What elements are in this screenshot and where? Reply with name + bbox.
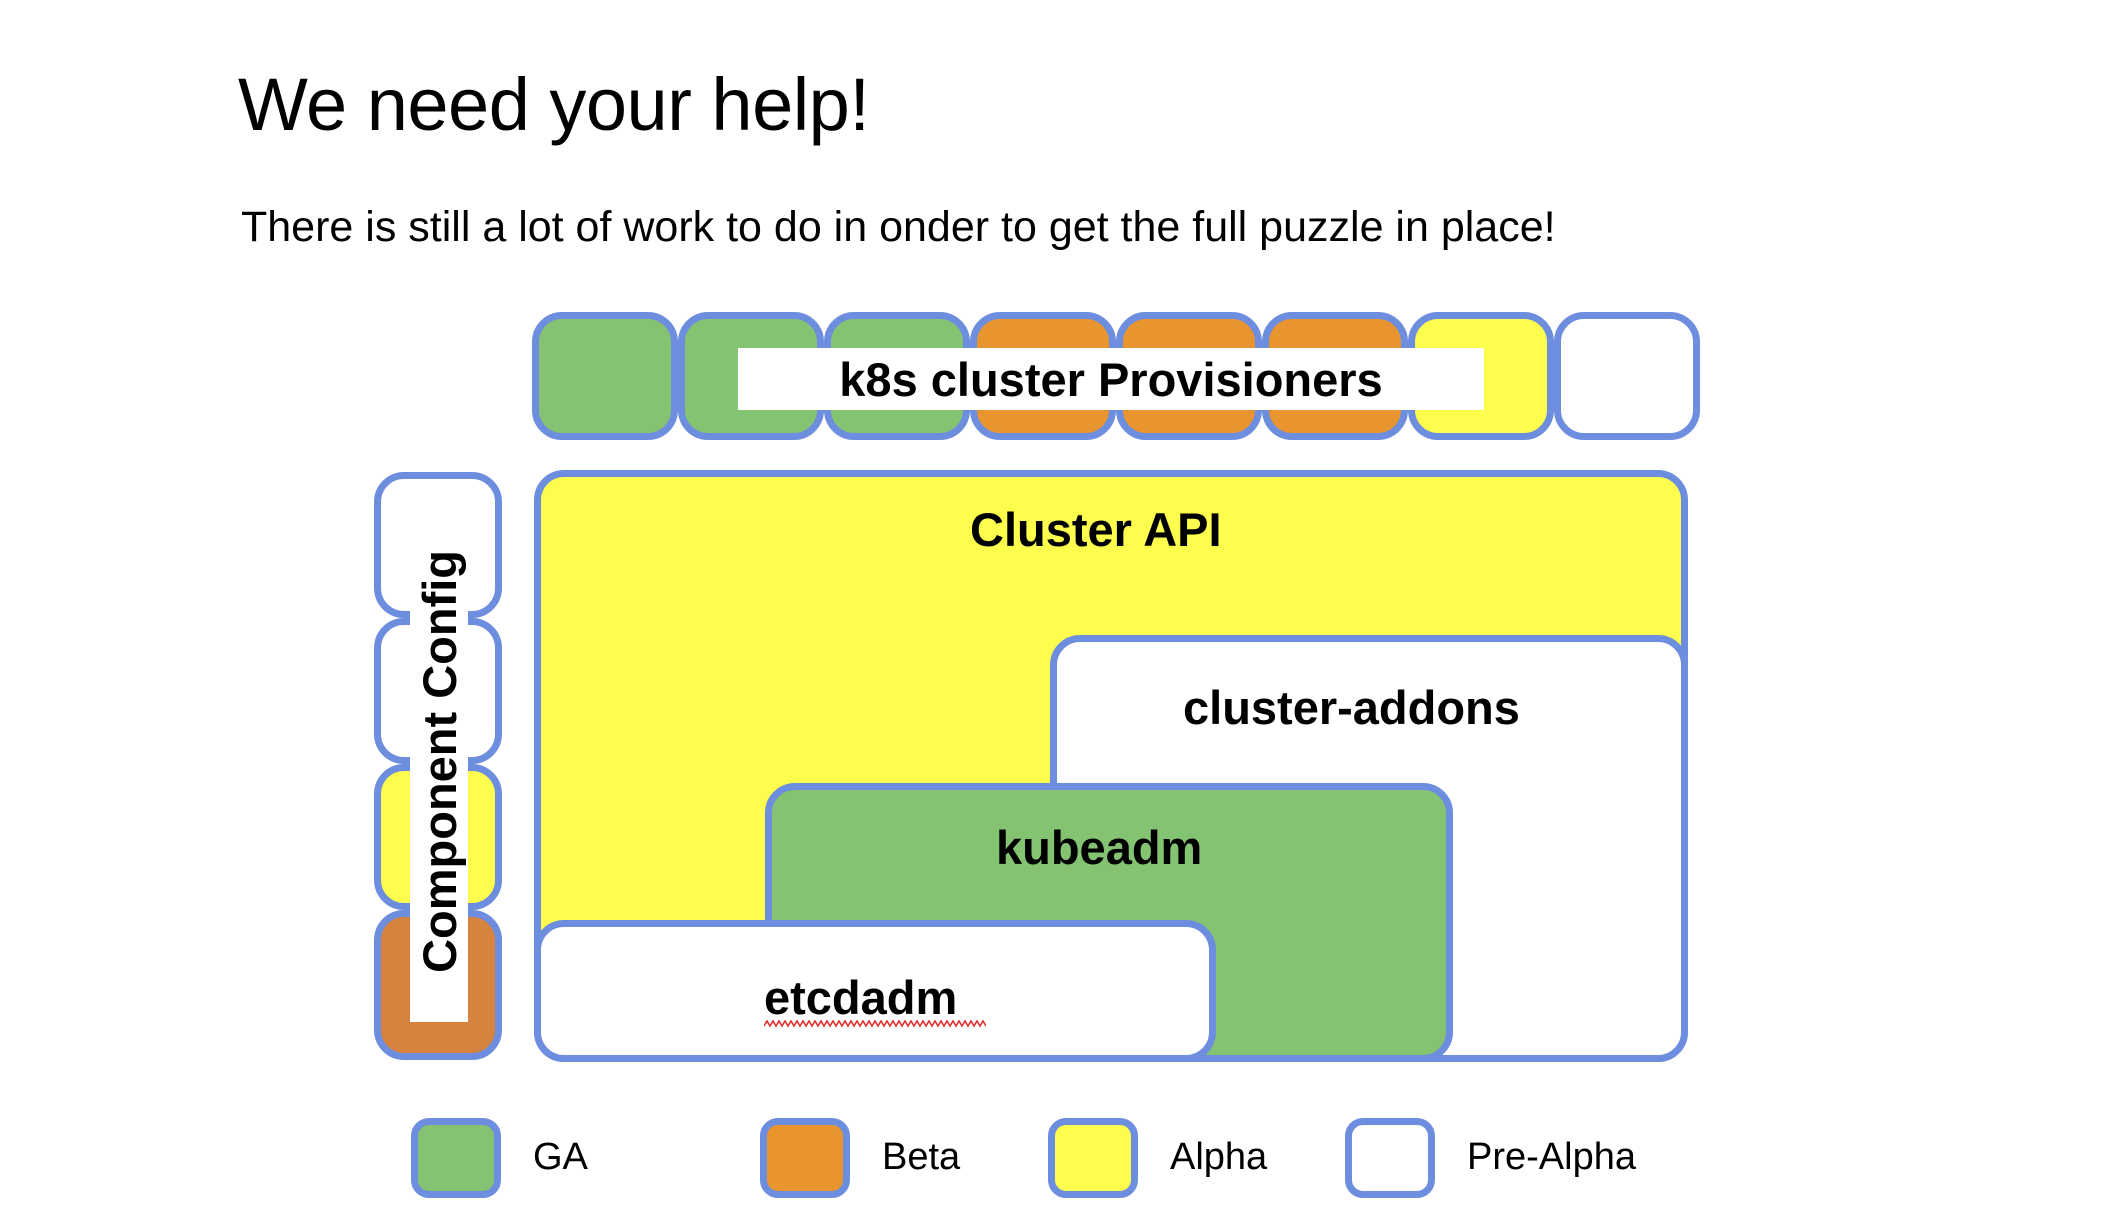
page-title: We need your help! <box>238 62 870 146</box>
legend-swatch-alpha <box>1048 1118 1138 1198</box>
legend-item-beta: Beta <box>760 1118 1060 1204</box>
etcdadm-box[interactable] <box>534 920 1216 1062</box>
provisioner-pill-1[interactable] <box>532 312 678 440</box>
legend-label-beta: Beta <box>882 1136 961 1178</box>
legend-label-alpha: Alpha <box>1170 1136 1268 1178</box>
legend-item-alpha: Alpha <box>1048 1118 1348 1204</box>
component-config-label: Component Config <box>412 549 466 973</box>
legend-item-ga: GA <box>411 1118 711 1204</box>
legend-item-pre-alpha: Pre-Alpha <box>1345 1118 1745 1204</box>
spellcheck-squiggle-icon <box>764 1020 986 1028</box>
legend-label-ga: GA <box>533 1136 588 1178</box>
etcdadm-label: etcdadm <box>764 971 958 1024</box>
cluster-api-label: Cluster API <box>970 503 1222 556</box>
cluster-addons-label: cluster-addons <box>1183 681 1520 734</box>
legend-swatch-pre-alpha <box>1345 1118 1435 1198</box>
page-subtitle: There is still a lot of work to do in on… <box>241 203 1556 251</box>
provisioner-pill-8[interactable] <box>1554 312 1700 440</box>
legend-swatch-beta <box>760 1118 850 1198</box>
legend-swatch-ga <box>411 1118 501 1198</box>
component-config-label-box: Component Config <box>410 500 468 1022</box>
legend: GA Beta Alpha Pre-Alpha <box>0 1118 2126 1208</box>
provisioners-label-box: k8s cluster Provisioners <box>738 348 1484 410</box>
legend-label-pre-alpha: Pre-Alpha <box>1467 1136 1636 1178</box>
kubeadm-label: kubeadm <box>996 821 1203 874</box>
provisioners-label: k8s cluster Provisioners <box>839 352 1383 406</box>
